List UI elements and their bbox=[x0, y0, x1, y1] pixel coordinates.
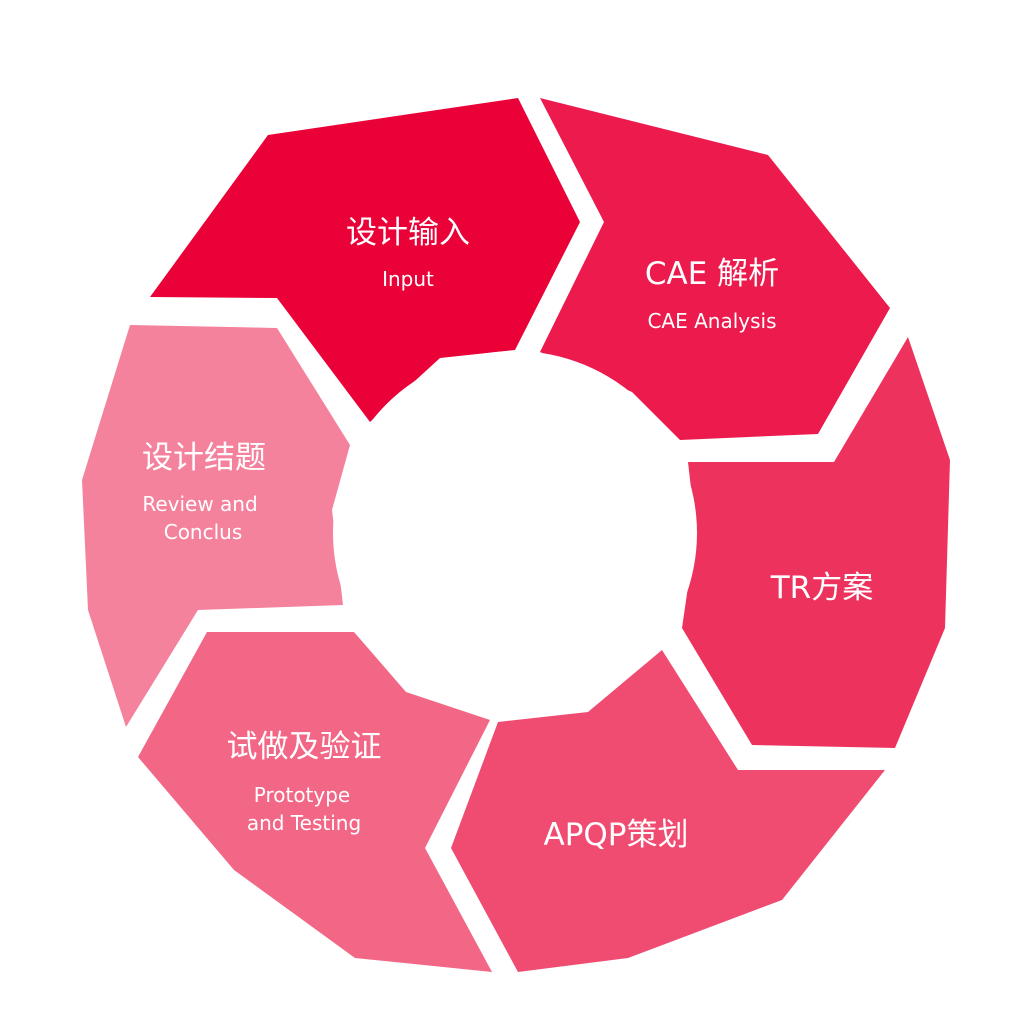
segment-prototype-testing: 试做及验证 Prototype and Testing bbox=[138, 632, 492, 972]
segment-design-input-shape bbox=[150, 98, 580, 422]
segment-review-conclusion-title: 设计结题 bbox=[142, 440, 266, 476]
segment-design-input-title: 设计输入 bbox=[346, 215, 470, 251]
segment-review-conclusion-subtitle-2: Conclus bbox=[164, 520, 243, 544]
segment-prototype-testing-shape bbox=[138, 632, 492, 972]
segment-review-conclusion: 设计结题 Review and Conclus bbox=[82, 325, 350, 727]
segment-prototype-testing-title: 试做及验证 bbox=[227, 729, 382, 765]
segment-tr-plan-title: TR方案 bbox=[770, 570, 873, 606]
segment-review-conclusion-subtitle-1: Review and bbox=[142, 492, 257, 516]
segment-tr-plan: TR方案 bbox=[682, 337, 950, 748]
segment-apqp-planning-shape bbox=[451, 650, 885, 972]
segment-cae-analysis-subtitle-1: CAE Analysis bbox=[647, 309, 776, 333]
segment-apqp-planning: APQP策划 bbox=[451, 650, 885, 972]
segment-cae-analysis-title: CAE 解析 bbox=[645, 256, 779, 292]
segment-prototype-testing-subtitle-2: and Testing bbox=[247, 811, 361, 835]
segment-cae-analysis-shape bbox=[540, 98, 890, 440]
segment-design-input-subtitle-1: Input bbox=[382, 267, 434, 291]
segment-apqp-planning-title: APQP策划 bbox=[544, 817, 689, 853]
segment-prototype-testing-subtitle-1: Prototype bbox=[254, 783, 350, 807]
segment-tr-plan-shape bbox=[682, 337, 950, 748]
segment-review-conclusion-shape bbox=[82, 325, 350, 727]
segment-cae-analysis: CAE 解析 CAE Analysis bbox=[540, 98, 890, 440]
segment-design-input: 设计输入 Input bbox=[150, 98, 580, 422]
center-hole bbox=[333, 351, 697, 715]
